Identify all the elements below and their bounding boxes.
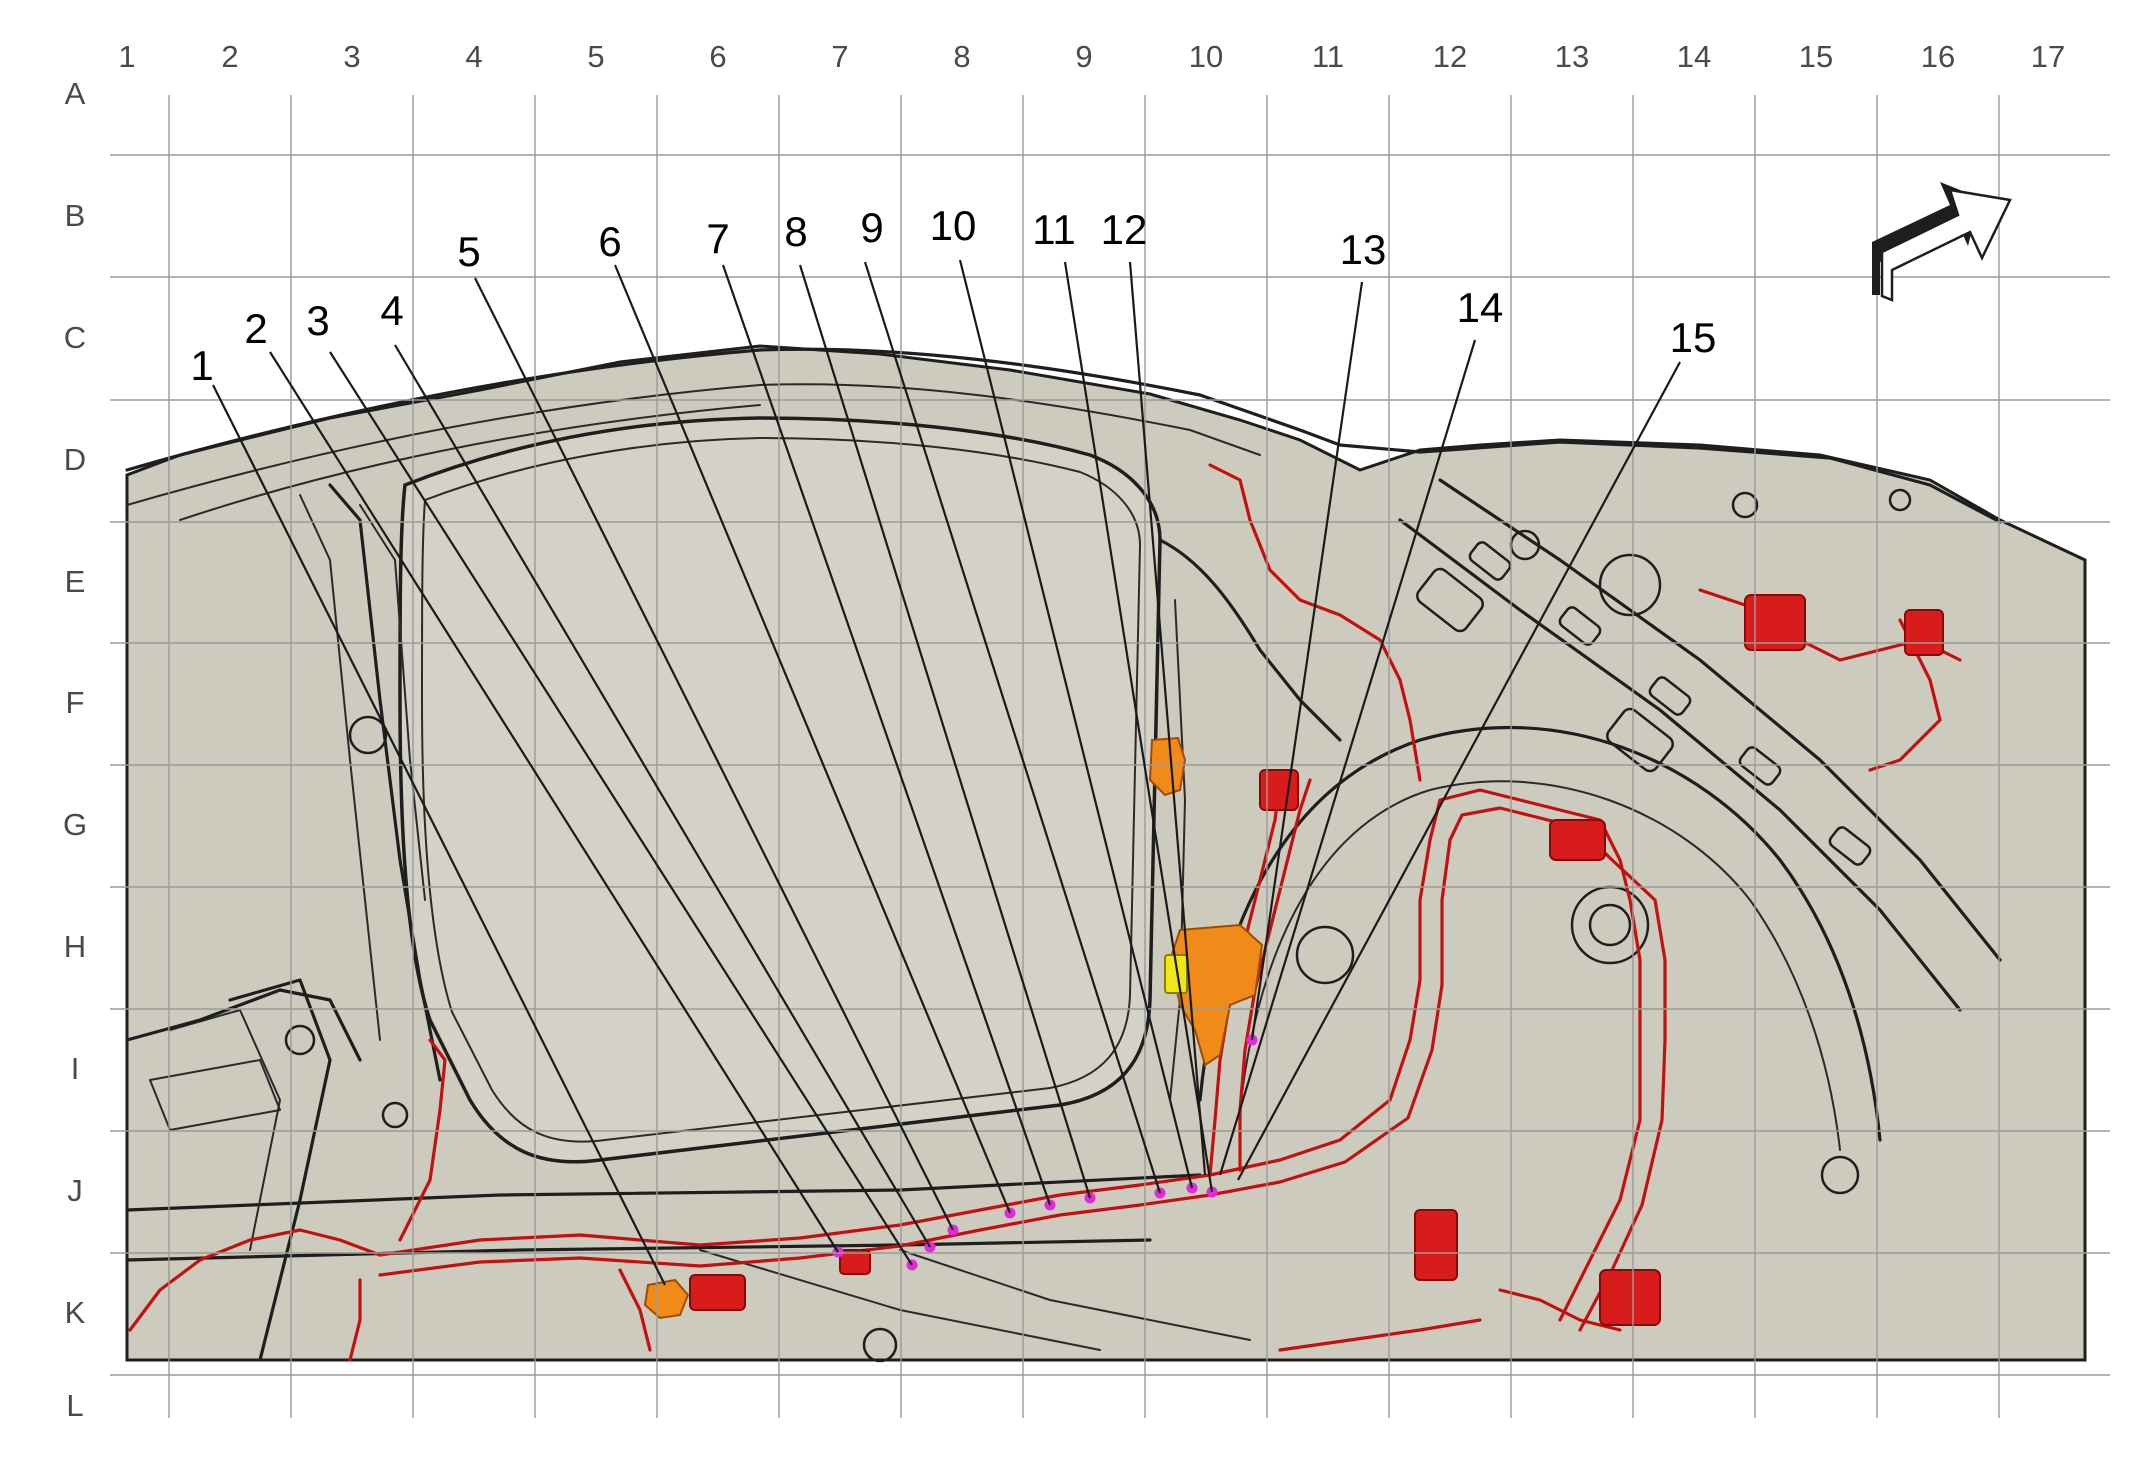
row-label: J (67, 1173, 83, 1208)
callout-5: 5 (457, 228, 480, 275)
b-pillar-edge (359, 504, 426, 901)
front-lower-structure (125, 988, 362, 1062)
grid-vertical-lines (168, 95, 2000, 1418)
harness-rear-top-2 (1868, 618, 1942, 772)
grid-column-labels: 1 2 3 4 5 6 7 8 9 10 11 12 13 14 15 16 1… (118, 39, 2065, 74)
harness-lower-drop-2 (348, 1278, 362, 1362)
harness-front-branch-2 (398, 1038, 447, 1242)
column-label: 1 (118, 39, 135, 74)
row-label: D (64, 442, 86, 477)
column-label: 7 (831, 39, 848, 74)
c-pillar (1158, 538, 1342, 742)
rocker-sill-lower (125, 1238, 1152, 1262)
harness-front-branch (128, 1228, 382, 1332)
connector-rear-right (1904, 609, 1944, 656)
row-label: K (65, 1295, 86, 1330)
connector-rear-upper (1744, 594, 1806, 651)
column-label: 8 (953, 39, 970, 74)
callout-14: 14 (1457, 284, 1504, 331)
callout-2: 2 (244, 305, 267, 352)
callout-13: 13 (1340, 226, 1387, 273)
callout-10: 10 (930, 202, 977, 249)
floor-pan-line (699, 1249, 1101, 1351)
rocker-sill (125, 1173, 1202, 1212)
harness-main-trunk-parallel (378, 838, 1452, 1277)
rear-rail-lower (1398, 518, 1962, 1012)
callout-numbers: 1 2 3 4 5 6 7 8 9 10 11 12 13 14 15 (190, 202, 1716, 389)
row-label: A (65, 76, 86, 111)
row-label: G (63, 807, 87, 842)
column-label: 4 (465, 39, 482, 74)
row-label: I (71, 1051, 80, 1086)
column-label: 13 (1555, 39, 1589, 74)
column-label: 17 (2031, 39, 2065, 74)
module-orange-upper (1148, 736, 1187, 797)
floor-crossmember-2 (169, 1009, 281, 1251)
row-label: L (66, 1388, 83, 1423)
column-label: 5 (587, 39, 604, 74)
harness-rear-riser (1428, 788, 1642, 1322)
wheelhouse-arch-inner (1239, 780, 1841, 1151)
column-label: 14 (1677, 39, 1711, 74)
roof-rail-inner-2 (179, 404, 761, 521)
rail-slots (1416, 541, 1872, 866)
module-yellow (1164, 954, 1188, 994)
callout-12: 12 (1101, 206, 1148, 253)
harness-floor-tail (1278, 1318, 1482, 1352)
grid-row-labels: A B C D E F G H I J K L (63, 76, 87, 1423)
harness-upper-branch (1208, 463, 1422, 782)
callout-6: 6 (598, 218, 621, 265)
row-label: E (65, 564, 86, 599)
harness-rear-riser-parallel (1448, 806, 1667, 1332)
callout-leader-lines (212, 259, 1681, 1286)
column-label: 2 (221, 39, 238, 74)
row-label: B (65, 198, 86, 233)
callout-4: 4 (380, 287, 403, 334)
callout-3: 3 (306, 297, 329, 344)
column-label: 6 (709, 39, 726, 74)
connector-pillar-upper (1259, 769, 1299, 811)
row-label: H (64, 929, 86, 964)
front-bracket (149, 1059, 281, 1131)
column-label: 3 (343, 39, 360, 74)
harness-main-trunk (378, 838, 1432, 1257)
connector-sill (839, 1249, 871, 1275)
wheelhouse-arch (1198, 726, 1882, 1142)
connector-lower-mid (1414, 1209, 1458, 1281)
callout-15: 15 (1670, 314, 1717, 361)
b-pillar-inner (299, 494, 381, 1041)
callout-1: 1 (190, 342, 213, 389)
column-label: 11 (1312, 39, 1344, 74)
callout-9: 9 (860, 204, 883, 251)
column-label: 16 (1921, 39, 1955, 74)
grid-horizontal-lines (110, 154, 2110, 1376)
harness-rear-lower (1498, 1288, 1622, 1332)
b-pillar (328, 483, 442, 1082)
column-label: 12 (1433, 39, 1467, 74)
module-orange-front (643, 1278, 690, 1320)
column-label: 15 (1799, 39, 1833, 74)
floor-pan-line-2 (899, 1249, 1251, 1341)
callout-11: 11 (1032, 206, 1076, 253)
connector-front-left (689, 1274, 746, 1311)
row-label: C (64, 320, 86, 355)
callout-8: 8 (784, 208, 807, 255)
front-direction-arrow-icon (1872, 182, 2012, 302)
row-label: F (66, 685, 85, 720)
harness-lower-drop (618, 1268, 652, 1352)
callout-7: 7 (706, 215, 729, 262)
column-label: 10 (1189, 39, 1223, 74)
column-label: 9 (1075, 39, 1092, 74)
connector-lower-rear (1599, 1269, 1661, 1326)
quarter-window-opening (398, 416, 1162, 1164)
connector-wheelhouse (1549, 819, 1606, 861)
